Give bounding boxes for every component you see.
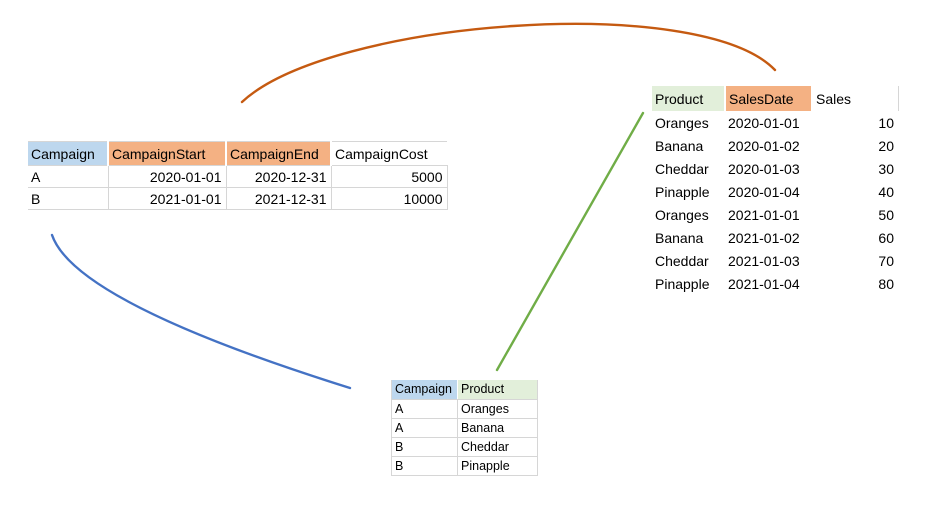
sales_table-header-sales: Sales: [812, 86, 899, 111]
sales_table-cell: 60: [878, 229, 894, 246]
sales_table-cell: 70: [878, 252, 894, 269]
sales_table-row: Banana 2020-01-02 20: [652, 134, 898, 157]
sales_table-cell: 50: [878, 206, 894, 223]
sales_table-header-salesdate: SalesDate: [725, 86, 813, 111]
campaign_table-header-campaign: Campaign: [28, 141, 109, 166]
campaign_table-cell: 2021-12-31: [226, 187, 332, 210]
campaign_table-cell: 2020-01-01: [108, 165, 227, 188]
campaign_table-cell: 2021-01-01: [108, 187, 227, 210]
bridge_table-header-campaign: Campaign: [391, 380, 458, 400]
sales_table-cell: 30: [878, 160, 894, 177]
sales_table-row: Pinapple 2020-01-04 40: [652, 180, 898, 203]
sales_table-row: Banana 2021-01-02 60: [652, 226, 898, 249]
sales_table-row: Pinapple 2021-01-04 80: [652, 272, 898, 295]
campaign_table-header-campaignstart: CampaignStart: [108, 141, 227, 166]
bridge_table-cell: Oranges: [457, 399, 538, 419]
sales_table-cell: Banana: [655, 229, 704, 246]
sales-to-bridge-line: [495, 111, 645, 372]
bridge_table-cell: Pinapple: [457, 456, 538, 476]
bridge_table-cell: B: [391, 437, 458, 457]
sales_table-row: Cheddar 2020-01-03 30: [652, 157, 898, 180]
sales_table-row: Oranges 2021-01-01 50: [652, 203, 898, 226]
sales_table-cell: Banana: [655, 137, 704, 154]
campaign_table-header-campaignend: CampaignEnd: [226, 141, 332, 166]
sales_table-cell: 2021-01-03: [728, 252, 800, 269]
campaign-to-bridge-curve: [50, 233, 352, 390]
campaign_table-header-campaigncost: CampaignCost: [331, 141, 447, 166]
sales_table-cell: 10: [878, 114, 894, 131]
sales_table-cell: 2021-01-02: [728, 229, 800, 246]
sales_table-cell: 20: [878, 137, 894, 154]
sales_table-cell: Cheddar: [655, 160, 709, 177]
bridge_table-cell: B: [391, 456, 458, 476]
bridge_table-header-product: Product: [457, 380, 538, 400]
bridge_table-cell: A: [391, 399, 458, 419]
sales_table-cell: Pinapple: [655, 183, 710, 200]
sales_table-cell: 40: [878, 183, 894, 200]
sales_table-cell: 80: [878, 275, 894, 292]
sales_table-cell: 2021-01-01: [728, 206, 800, 223]
sales_table-cell: 2020-01-02: [728, 137, 800, 154]
sales_table-cell: 2020-01-04: [728, 183, 800, 200]
bridge_table-cell: Banana: [457, 418, 538, 438]
campaign_table-cell: B: [28, 187, 109, 210]
bridge_table-cell: A: [391, 418, 458, 438]
bridge_table-cell: Cheddar: [457, 437, 538, 457]
sales_table-header-product: Product: [652, 86, 726, 111]
sales_table-cell: 2021-01-04: [728, 275, 800, 292]
campaign_table-cell: 10000: [331, 187, 448, 210]
sales_table-row: Oranges 2020-01-01 10: [652, 111, 898, 134]
campaign_table-cell: 2020-12-31: [226, 165, 332, 188]
sales_table-cell: 2020-01-03: [728, 160, 800, 177]
campaign_table-cell: A: [28, 165, 109, 188]
sales_table-cell: 2020-01-01: [728, 114, 800, 131]
sales_table-cell: Pinapple: [655, 275, 710, 292]
sales_table-cell: Cheddar: [655, 252, 709, 269]
sales_table-cell: Oranges: [655, 206, 709, 223]
sales_table-cell: Oranges: [655, 114, 709, 131]
campaign_table-cell: 5000: [331, 165, 448, 188]
sales_table-row: Cheddar 2021-01-03 70: [652, 249, 898, 272]
